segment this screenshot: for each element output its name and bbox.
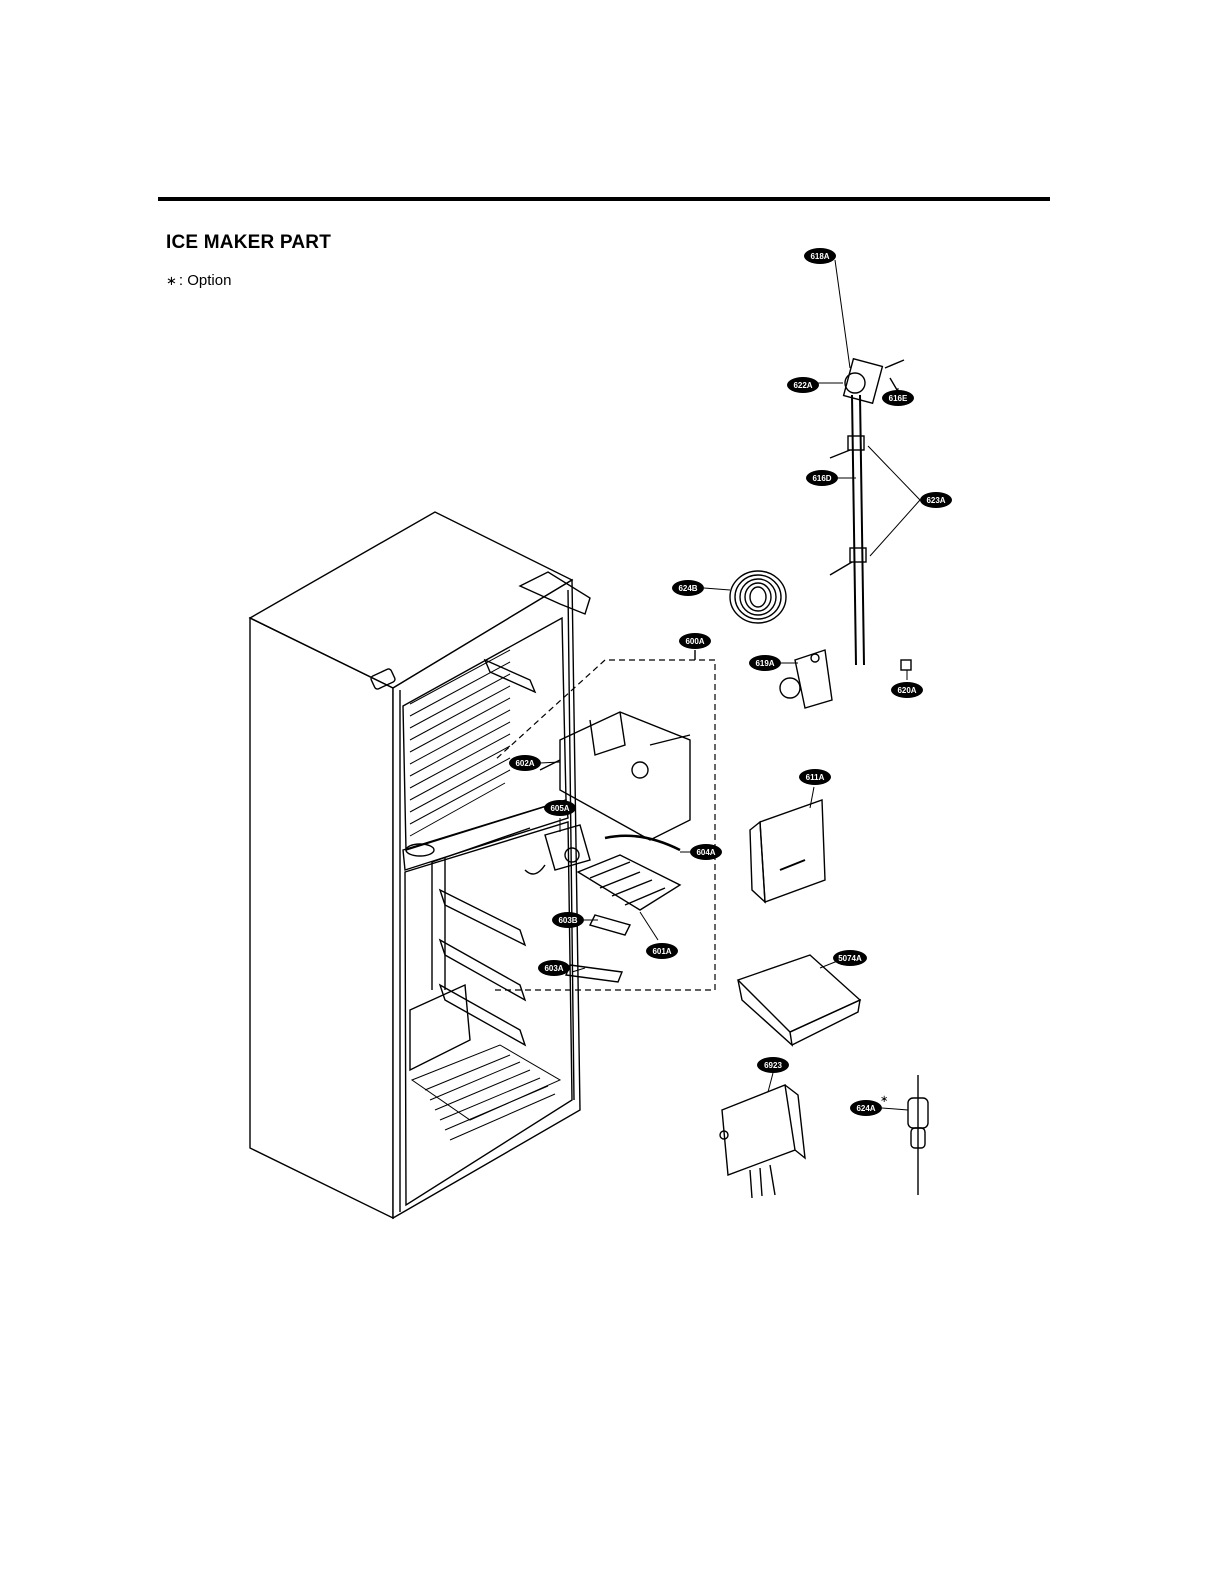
ice-tray	[578, 855, 680, 910]
ice-bucket	[738, 955, 860, 1045]
svg-text:618A: 618A	[810, 252, 829, 261]
callout-616D: 616D	[806, 470, 838, 486]
svg-text:601A: 601A	[652, 947, 671, 956]
coiled-tube	[730, 571, 786, 623]
callout-604A: 604A	[690, 844, 722, 860]
callout-616E: 616E	[882, 390, 914, 406]
callout-602A: 602A	[509, 755, 541, 771]
svg-text:622A: 622A	[793, 381, 812, 390]
leader-lines	[540, 260, 920, 1110]
svg-text:620A: 620A	[897, 686, 916, 695]
thermistor	[908, 1075, 928, 1195]
control-module	[720, 1085, 805, 1198]
nut	[901, 660, 911, 670]
refrigerator-cabinet	[250, 512, 590, 1218]
callout-603B: 603B	[552, 912, 584, 928]
callout-624B: 624B	[672, 580, 704, 596]
heater	[605, 836, 680, 850]
callout-601A: 601A	[646, 943, 678, 959]
callout-6923: 6923	[757, 1057, 789, 1073]
ejector-603B	[590, 915, 630, 935]
callout-618A: 618A	[804, 248, 836, 264]
callout-605A: 605A	[544, 800, 576, 816]
svg-text:6923: 6923	[764, 1061, 782, 1070]
svg-text:600A: 600A	[685, 637, 704, 646]
callout-624A: 624A ∗	[850, 1094, 888, 1116]
svg-text:611A: 611A	[806, 773, 825, 782]
svg-text:604A: 604A	[696, 848, 715, 857]
svg-text:623A: 623A	[926, 496, 945, 505]
callout-622A: 622A	[787, 377, 819, 393]
svg-text:602A: 602A	[515, 759, 534, 768]
svg-text:603B: 603B	[558, 916, 577, 925]
svg-text:624A: 624A	[856, 1104, 875, 1113]
callout-620A: 620A	[891, 682, 923, 698]
svg-text:603A: 603A	[544, 964, 563, 973]
cover	[750, 800, 825, 902]
svg-text:619A: 619A	[755, 659, 774, 668]
water-valve	[780, 650, 832, 708]
svg-text:605A: 605A	[550, 804, 569, 813]
callout-5074A: 5074A	[833, 950, 867, 966]
svg-text:5074A: 5074A	[838, 954, 862, 963]
option-star-icon: ∗	[880, 1094, 888, 1105]
svg-text:616D: 616D	[812, 474, 831, 483]
callout-623A: 623A	[920, 492, 952, 508]
callout-600A: 600A	[679, 633, 711, 649]
svg-text:616E: 616E	[889, 394, 908, 403]
callout-611A: 611A	[799, 769, 831, 785]
callout-619A: 619A	[749, 655, 781, 671]
svg-text:624B: 624B	[678, 584, 697, 593]
callout-603A: 603A	[538, 960, 570, 976]
